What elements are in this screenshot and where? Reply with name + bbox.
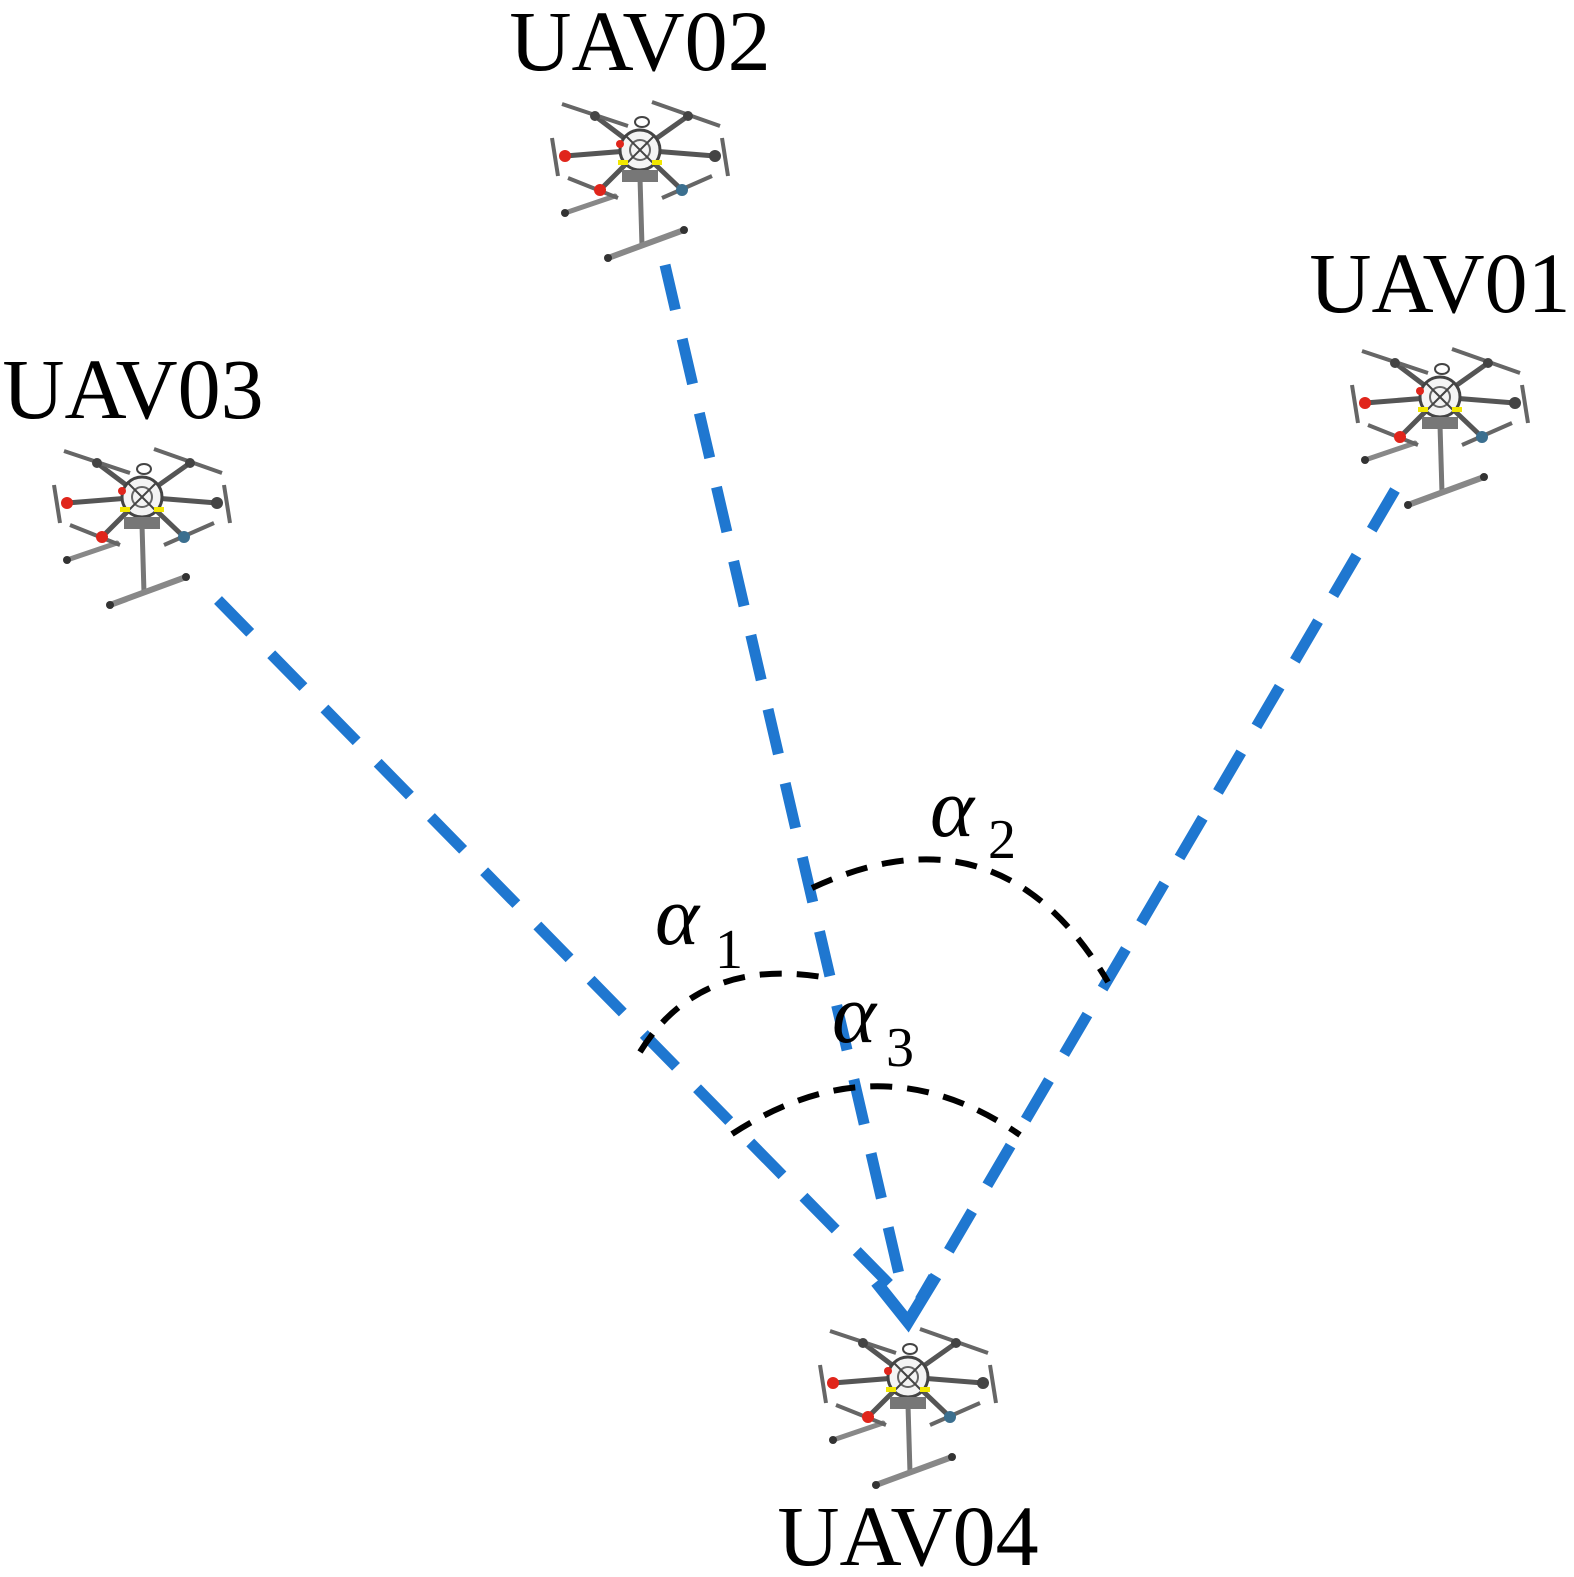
- alpha2-symbol: α: [930, 762, 976, 855]
- angle-label-alpha1: α 1: [655, 870, 743, 981]
- uav-label-uav04: UAV04: [777, 1488, 1038, 1577]
- uav-node-uav02: UAV02: [509, 0, 771, 262]
- arrowhead: [871, 1272, 942, 1333]
- alpha3-subscript: 3: [886, 1017, 914, 1079]
- angle-arcs: [637, 856, 1111, 1138]
- alpha1-symbol: α: [655, 870, 701, 963]
- link-uav01-to-uav04: [915, 487, 1400, 1303]
- uav-node-uav01: UAV01: [1309, 235, 1571, 509]
- link-uav03-to-uav04: [214, 596, 899, 1294]
- uav-node-uav03: UAV03: [2, 341, 264, 609]
- hexacopter-drone-icon: [820, 1329, 996, 1489]
- alpha3-symbol: α: [832, 968, 878, 1061]
- alpha2-subscript: 2: [988, 809, 1016, 871]
- link-uav02-to-uav04: [659, 263, 911, 1302]
- angle-label-alpha2: α 2: [930, 762, 1016, 871]
- angle-label-alpha3: α 3: [832, 968, 914, 1079]
- uav-label-uav01: UAV01: [1309, 235, 1570, 331]
- hexacopter-drone-icon: [552, 102, 728, 262]
- arc-alpha3: [730, 1083, 1022, 1138]
- hexacopter-drone-icon: [1352, 349, 1528, 509]
- uav-label-uav02: UAV02: [509, 0, 770, 89]
- uav-node-uav04: UAV04: [777, 1329, 1039, 1577]
- hexacopter-drone-icon: [54, 449, 230, 609]
- alpha1-subscript: 1: [715, 919, 743, 981]
- uav-label-uav03: UAV03: [2, 341, 263, 437]
- arc-alpha1: [637, 970, 829, 1054]
- arc-alpha2: [810, 856, 1111, 984]
- communication-links: [214, 263, 1400, 1333]
